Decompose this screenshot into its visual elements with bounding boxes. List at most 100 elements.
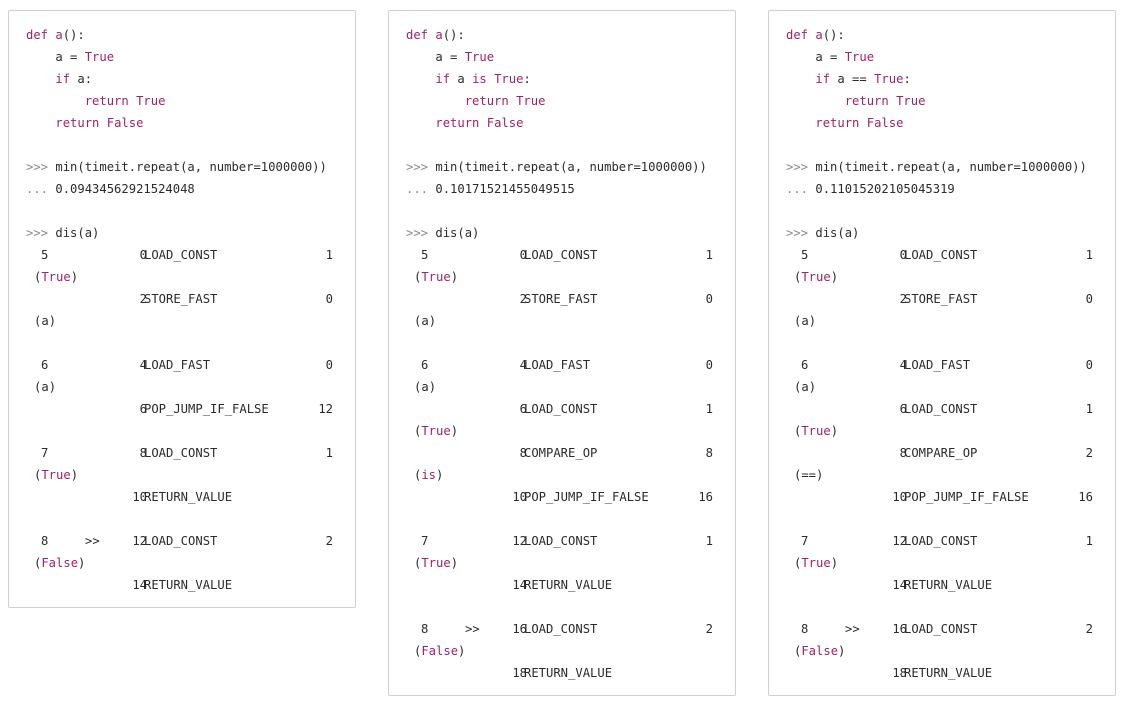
paren-open: ( [414,270,422,284]
bytecode-offset: 14 [892,578,907,592]
code-token [786,116,815,130]
opcode-name: LOAD_CONST [524,248,598,262]
source-line-number: 7 [421,534,429,548]
source-line-number: 7 [41,446,49,460]
paren-close: ) [450,556,459,570]
opcode-name: LOAD_FAST [144,358,211,372]
opcode-name: LOAD_FAST [524,358,591,372]
code-token: return [84,94,129,108]
opcode-name: COMPARE_OP [904,446,978,460]
blank-line [389,512,735,534]
code-token: True [84,50,115,64]
source-line: return True [389,94,735,116]
bytecode-offset: 0 [139,248,147,262]
bytecode-offset: 10 [892,490,907,504]
opcode-argument: 8 [705,446,713,460]
repl-input-line: >>> dis(a) [389,226,735,248]
paren-open: ( [34,314,42,328]
jump-target-marker: >> [845,622,860,636]
argument-repr: True [801,556,831,570]
blank-line [9,138,355,160]
opcode-argument: 1 [705,534,713,548]
argument-repr: a [41,314,49,328]
source-line-number: 6 [421,358,429,372]
code-token: True [464,50,495,64]
code-token: return [435,116,480,130]
paren-close: ) [816,468,824,482]
bytecode-offset: 8 [899,446,907,460]
dis-command: dis(a) [435,226,480,240]
source-line-number: 5 [801,248,809,262]
source-line-number: 8 [41,534,49,548]
source-line: if a is True: [389,72,735,94]
argument-repr-line: (True) [389,270,735,292]
opcode-name: RETURN_VALUE [524,578,613,592]
paren-close: ) [428,380,437,394]
opcode-name: POP_JUMP_IF_FALSE [904,490,1029,504]
code-panel-truthy: def a(): a = True if a: return True retu… [8,10,356,608]
argument-repr-line: (a) [9,314,355,336]
paren-close: ) [808,380,817,394]
source-line-number: 7 [801,534,809,548]
opcode-name: LOAD_CONST [144,446,218,460]
argument-repr-line: (==) [769,468,1115,490]
paren-open: ( [414,644,422,658]
bytecode-offset: 8 [139,446,147,460]
code-token: a = [406,50,465,64]
paren-close: ) [70,468,79,482]
argument-repr: False [801,644,839,658]
code-panel-is-true: def a(): a = True if a is True: return T… [388,10,736,696]
code-token: def [26,28,49,42]
paren-close: ) [48,314,57,328]
paren-open: ( [794,424,802,438]
code-token [889,94,896,108]
argument-repr: a [41,380,49,394]
opcode-argument: 1 [705,402,713,416]
opcode-name: LOAD_FAST [904,358,971,372]
jump-target-marker: >> [85,534,100,548]
bytecode-offset: 0 [899,248,907,262]
argument-repr: is [421,468,437,482]
repl-input-line: >>> min(timeit.repeat(a, number=1000000)… [769,160,1115,182]
opcode-name: LOAD_CONST [904,402,978,416]
code-token: return [464,94,509,108]
argument-repr: a [801,380,809,394]
repl-prompt: >>> [786,226,809,240]
code-panel-equals-true: def a(): a = True if a == True: return T… [768,10,1116,696]
argument-repr-line: (a) [769,314,1115,336]
source-line-number: 5 [421,248,429,262]
argument-repr: True [421,424,451,438]
bytecode-offset: 8 [519,446,527,460]
opcode-name: STORE_FAST [144,292,218,306]
jump-target-marker: >> [465,622,480,636]
bytecode-offset: 10 [132,490,147,504]
argument-repr-line: (a) [389,314,735,336]
paren-close: ) [436,468,444,482]
source-line: a = True [389,50,735,72]
paren-close: ) [428,314,437,328]
repl-input-line: >>> dis(a) [9,226,355,248]
code-token [487,72,494,86]
argument-repr-line: (True) [9,270,355,292]
opcode-name: LOAD_CONST [904,534,978,548]
argument-repr-line: (True) [769,424,1115,446]
code-token [406,72,435,86]
blank-line [389,204,735,226]
argument-repr: a [421,380,429,394]
source-line: return False [389,116,735,138]
paren-open: ( [34,556,42,570]
argument-repr: True [421,270,451,284]
panel-bottom-padding [389,688,735,695]
